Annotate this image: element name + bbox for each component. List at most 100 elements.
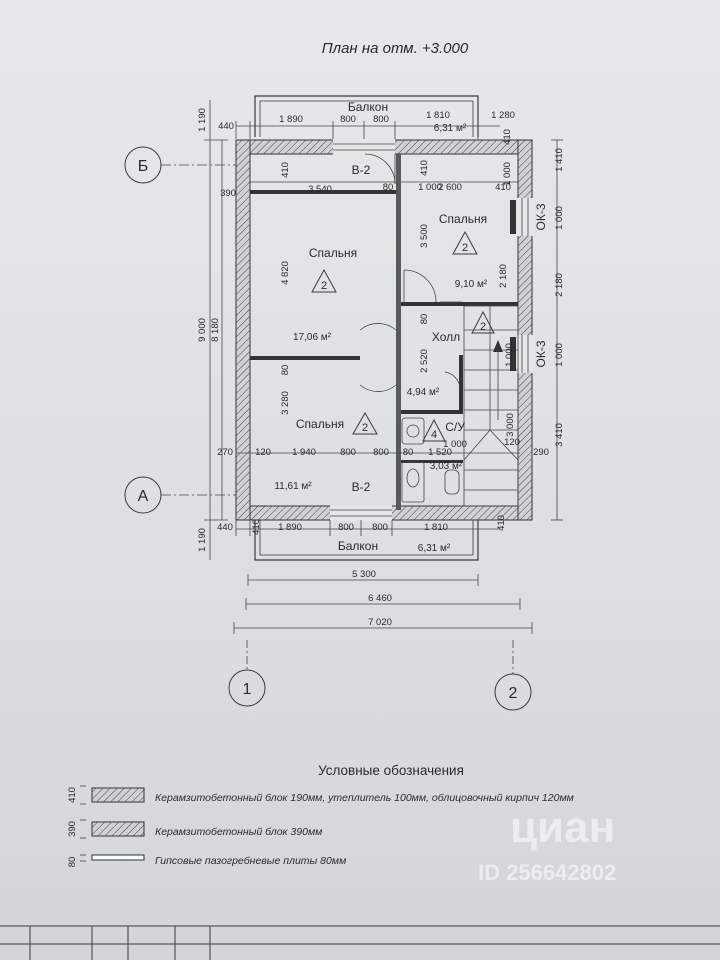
room-bathroom-label: С/У [445,420,465,434]
balcony-bottom-area: 6,31 м² [418,543,451,554]
dim-120a: 120 [255,447,271,458]
doors [359,153,462,393]
mark-ok3-bottom: ОК-3 [534,340,548,367]
axis-b-label: Б [138,158,149,175]
dim-bottom-410: 410 [251,519,262,535]
interior-walls [250,154,518,510]
room-bathroom-area: 3,03 м² [430,461,463,472]
dim-right-2180: 2 180 [554,273,565,297]
dim-top-800a: 800 [340,114,356,125]
dim-chain-mid: 270 120 1 940 800 800 80 1 520 120 290 [217,437,549,458]
room-bedroom-small: Спальня 2 11,61 м² [274,411,378,492]
room-bedroom-right: Спальня 2 9,10 м² [439,212,488,290]
room-bedroom-small-tag: 2 [362,422,368,434]
dim-80d: 80 [403,447,414,458]
plan-title: План на отм. +3.000 [322,40,469,57]
dim-2520: 2 520 [419,349,430,373]
dim-80b: 80 [419,314,430,325]
room-hall: Холл 2 4,94 м² [407,310,495,398]
dims-interior: 410 410 390 3 540 80 2 600 410 4 820 3 5… [220,160,518,437]
cian-watermark: циан ID 256642802 [478,803,616,885]
room-bedroom-big-tag: 2 [321,280,327,292]
bath-fixtures [401,417,460,503]
window-marks [510,200,516,371]
dim-overall: 5 300 6 460 7 020 [233,569,533,634]
legend-item-80: 80 Гипсовые пазогребневые плиты 80мм [67,854,346,868]
dim-6460: 6 460 [368,593,392,604]
dim-3540: 3 540 [308,184,332,195]
legend-item-410: 410 Керамзитобетонный блок 190мм, утепли… [67,785,574,805]
dim-3280: 3 280 [280,391,291,415]
dim-left-8180: 8 180 [210,318,221,342]
dim-2180a: 2 180 [498,264,509,288]
balcony-top: Балкон 6,31 м² [254,95,479,137]
watermark-id: ID 256642802 [478,860,616,885]
dim-left: 1 190 9 000 8 180 1 190 [197,100,228,560]
dim-410b: 410 [280,162,291,178]
room-bedroom-right-area: 9,10 м² [455,279,488,290]
dim-410d: 410 [495,182,511,193]
dim-top-1280: 1 280 [491,110,515,121]
dim-800c: 800 [340,447,356,458]
dim-290: 290 [533,447,549,458]
dim-7020: 7 020 [368,617,392,628]
axis-2-label: 2 [509,685,518,702]
room-bathroom: 4 С/У 3,03 м² [422,418,465,472]
legend-code-80: 80 [67,857,78,868]
room-hall-tag: 2 [480,321,486,333]
dim-800d: 800 [373,447,389,458]
dim-right-1000e: 1 000 [443,439,467,450]
room-hall-label: Холл [432,330,460,344]
legend-title: Условные обозначения [318,763,464,778]
balcony-top-label: Балкон [348,100,388,114]
dim-left-1190a: 1 190 [197,108,208,132]
dim-270: 270 [217,447,233,458]
dim-5300: 5 300 [352,569,376,580]
axis-b: Б [124,146,238,184]
dim-right-3410: 3 410 [554,423,565,447]
dim-top-1890: 1 890 [279,114,303,125]
title-block [0,925,720,960]
balcony-bottom-label: Балкон [338,539,378,553]
dim-1520: 1 520 [428,447,452,458]
axis-1-label: 1 [243,681,252,698]
balcony-top-area: 6,31 м² [434,123,467,134]
dim-bottom-410b: 410 [496,515,507,531]
dim-left-9000: 9 000 [197,318,208,342]
stair [463,305,519,507]
room-bedroom-right-tag: 2 [462,242,468,254]
dim-4820: 4 820 [280,261,291,285]
dim-bottom-800a: 800 [338,522,354,533]
room-bedroom-small-area: 11,61 м² [274,481,312,492]
dim-right-1410: 1 410 [554,148,565,172]
dim-left-1190b: 1 190 [197,528,208,552]
room-bedroom-right-label: Спальня [439,212,487,226]
legend-text-390: Керамзитобетонный блок 390мм [155,826,322,838]
dim-2600: 2 600 [438,182,462,193]
dim-right-1000c: 1 000 [502,162,513,186]
axis-a-label: А [138,488,149,505]
dim-top-1810: 1 810 [426,110,450,121]
dim-bottom-1890: 1 890 [278,522,302,533]
room-bedroom-big-area: 17,06 м² [293,332,332,343]
dim-right-1000f: 1 000 [418,182,442,193]
dim-right: 1 410 1 000 2 180 1 000 3 410 1 000 1 00… [418,139,565,521]
openings [330,139,533,521]
dim-top-440: 440 [218,121,234,132]
dim-bottom-440: 440 [217,522,233,533]
dim-bottom-1810: 1 810 [424,522,448,533]
watermark-brand: циан [510,803,615,852]
dim-80c: 80 [280,365,291,376]
mark-b2-bottom: В-2 [352,480,371,494]
room-bedroom-small-label: Спальня [296,417,344,431]
mark-ok3-top: ОК-3 [534,203,548,230]
dim-bottom-800b: 800 [372,522,388,533]
dim-390: 390 [220,188,236,199]
room-bedroom-big-label: Спальня [309,246,357,260]
mark-b2-top: В-2 [352,163,371,177]
dim-right-1000b: 1 000 [554,343,565,367]
axis-1: 1 [228,640,266,707]
legend-code-410: 410 [67,787,78,803]
dim-top-410a: 410 [502,129,513,145]
